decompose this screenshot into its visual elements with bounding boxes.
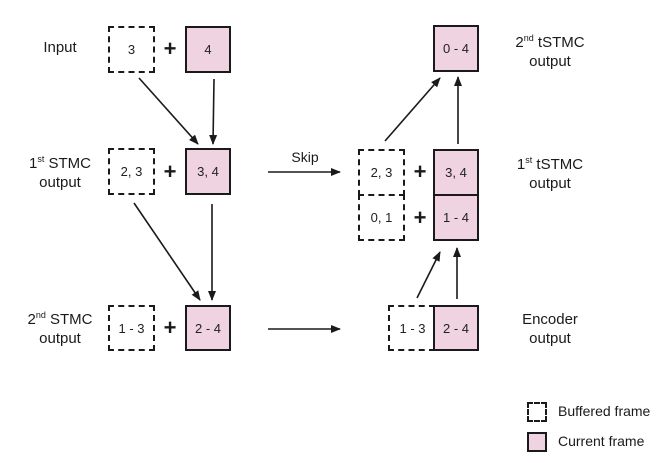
tstmc1-buffered-top-frame: 2, 3 [358, 149, 405, 196]
stmc2-current-value: 2 - 4 [194, 320, 221, 336]
arrow-tstmc1-buffered-to-tstmc2 [384, 77, 441, 142]
input-label: Input [43, 39, 77, 56]
stmc1-label: 1st STMC output [20, 154, 100, 192]
arrow-input-current-to-stmc1 [209, 78, 218, 145]
stmc2-line2: output [39, 330, 81, 347]
stmc1-current-value: 3, 4 [197, 164, 219, 179]
plus-sign: + [413, 159, 427, 184]
stmc1-buffered-frame: 2, 3 [108, 148, 155, 195]
tstmc2-ordinal: 2 [515, 34, 524, 51]
plus-sign: + [413, 205, 427, 230]
tstmc2-current-value: 0 - 4 [442, 41, 469, 56]
stmc2-name: STMC [50, 311, 93, 328]
skip-label: Skip [291, 149, 319, 165]
tstmc1-sup: st [525, 155, 533, 165]
stmc2-current-frame: 2 - 4 [185, 305, 231, 351]
legend-current-swatch [527, 432, 547, 452]
stmc2-label: 2nd STMC output [18, 310, 102, 348]
arrow-stmc1-buffered-to-stmc2 [133, 202, 201, 301]
stmc1-name: STMC [48, 155, 92, 172]
legend-buffered-label: Buffered frame [558, 403, 651, 419]
stmc2-ordinal: 2 [27, 311, 36, 328]
tstmc1-current-top-value: 3, 4 [445, 165, 467, 180]
input-buffered-frame: 3 [108, 26, 155, 73]
plus-sign: + [163, 315, 177, 340]
legend-buffered-swatch [527, 402, 547, 422]
encoder-line2: output [529, 330, 571, 347]
encoder-line1: Encoder [522, 311, 578, 328]
tstmc2-name: tSTMC [537, 34, 585, 51]
stmc1-ordinal: 1 [28, 155, 38, 172]
tstmc2-label: 2nd tSTMC output [505, 33, 595, 71]
tstmc2-line2: output [529, 53, 571, 70]
stmc1-sup: st [37, 154, 45, 164]
stmc1-buffered-value: 2, 3 [120, 164, 143, 179]
tstmc1-label: 1st tSTMC output [505, 155, 595, 193]
tstmc1-current-bottom-value: 1 - 4 [442, 210, 469, 225]
encoder-buffered-value: 1 - 3 [399, 320, 426, 336]
tstmc1-current-bottom-frame: 1 - 4 [433, 194, 479, 241]
legend-current-label: Current frame [558, 433, 645, 449]
stmc2-sup: nd [35, 310, 46, 320]
tstmc1-line2: output [529, 175, 571, 192]
encoder-label: Encoder output [505, 310, 595, 348]
encoder-current-value: 2 - 4 [442, 320, 469, 336]
plus-sign: + [163, 159, 177, 184]
encoder-current-frame: 2 - 4 [433, 305, 479, 351]
stmc1-current-frame: 3, 4 [185, 148, 231, 195]
tstmc1-buffered-top-value: 2, 3 [370, 165, 393, 180]
tstmc2-sup: nd [523, 33, 534, 43]
input-current-value: 4 [204, 42, 212, 57]
stmc2-buffered-frame: 1 - 3 [108, 305, 155, 351]
plus-sign: + [163, 36, 177, 61]
stmc1-line2: output [39, 174, 81, 191]
arrow-encoder-buffered-to-tstmc1 [416, 251, 441, 299]
tstmc1-buffered-bottom-frame: 0, 1 [358, 194, 405, 241]
arrow-input-buffered-to-stmc1 [138, 77, 199, 145]
tstmc1-name: tSTMC [536, 156, 584, 173]
input-current-frame: 4 [185, 26, 231, 73]
tstmc1-ordinal: 1 [516, 156, 526, 173]
tstmc2-current-frame: 0 - 4 [433, 25, 479, 72]
encoder-buffered-frame: 1 - 3 [388, 305, 435, 351]
tstmc1-buffered-bottom-value: 0, 1 [370, 210, 393, 225]
tstmc1-current-top-frame: 3, 4 [433, 149, 479, 196]
stmc2-buffered-value: 1 - 3 [118, 320, 145, 336]
input-buffered-value: 3 [127, 42, 136, 57]
